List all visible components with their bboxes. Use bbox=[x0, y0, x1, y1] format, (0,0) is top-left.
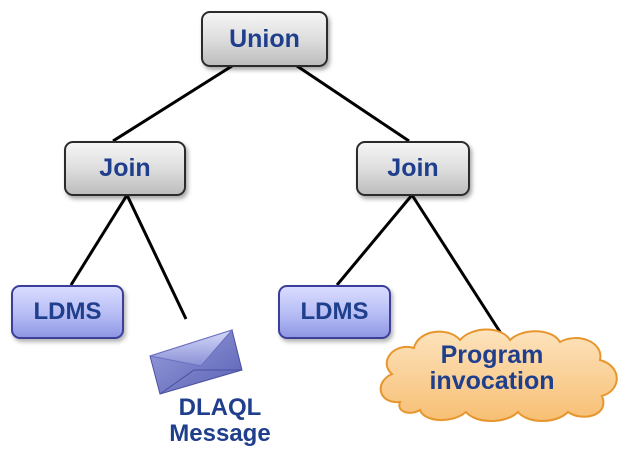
program-invocation-node: Program invocation bbox=[372, 324, 627, 424]
ldms-node-left: LDMS bbox=[11, 285, 124, 339]
edge-join-left-message bbox=[125, 194, 188, 320]
edge-union-join-left bbox=[112, 64, 233, 143]
program-invocation-label: Program invocation bbox=[372, 342, 612, 394]
edge-join-right-ldms-right bbox=[335, 194, 414, 286]
join-node-left: Join bbox=[64, 141, 186, 196]
dlaql-message-line2: Message bbox=[169, 420, 271, 447]
edge-union-join-right bbox=[296, 64, 410, 143]
join-node-right: Join bbox=[356, 141, 470, 196]
dlaql-message-line1: DLAQL bbox=[178, 394, 262, 421]
dlaql-message-label: DLAQL Message bbox=[150, 395, 290, 447]
program-invocation-line1: Program bbox=[440, 341, 544, 369]
cloud-shape bbox=[379, 328, 618, 422]
envelope-icon bbox=[149, 328, 243, 395]
union-node: Union bbox=[201, 11, 328, 67]
edge-join-left-ldms-left bbox=[69, 194, 129, 286]
ldms-node-right: LDMS bbox=[278, 285, 391, 339]
edge-join-right-program bbox=[410, 194, 504, 336]
program-invocation-line2: invocation bbox=[429, 367, 555, 395]
